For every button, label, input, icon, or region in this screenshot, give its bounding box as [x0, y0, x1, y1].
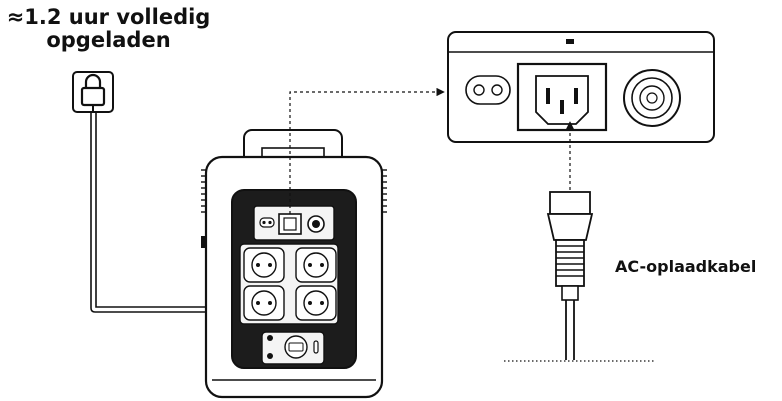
- wall-socket-plug-icon: [72, 71, 114, 113]
- ac-cable-label: AC-oplaadkabel: [615, 257, 757, 276]
- ac-input-port-panel: [447, 31, 715, 143]
- charge-time-line-1: ≈1.2 uur volledig: [6, 5, 211, 29]
- ac-charging-cable-connector: [546, 191, 594, 360]
- charge-time-caption: ≈1.2 uur volledig opgeladen: [6, 5, 211, 53]
- charge-time-line-2: opgeladen: [46, 28, 171, 53]
- zoom-leader-line: [289, 87, 445, 214]
- power-station-device: [201, 129, 387, 399]
